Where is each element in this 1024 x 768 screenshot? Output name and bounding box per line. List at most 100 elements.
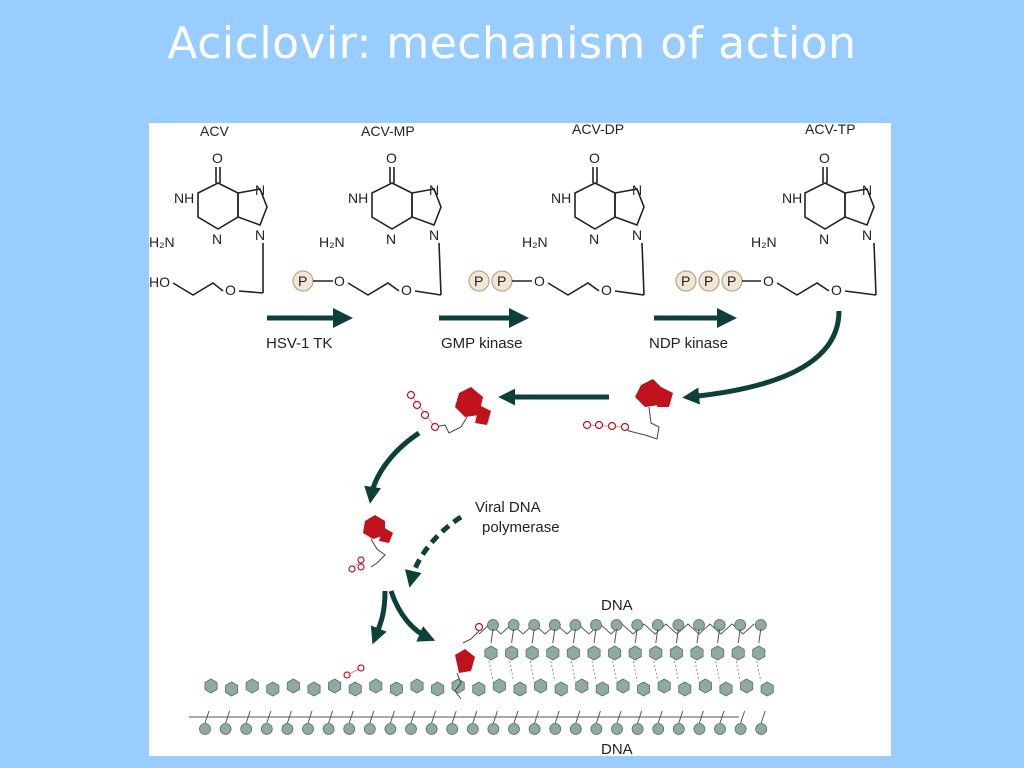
base-pair-bond: [529, 660, 535, 682]
amine-group: H₂N: [149, 234, 175, 250]
dna-label-top: DNA: [601, 597, 633, 614]
base-pair-bond: [509, 660, 514, 682]
polymerase-label-line1: Viral DNA: [475, 499, 541, 516]
phosphate-dot: [357, 556, 365, 564]
base-pair-bond: [735, 660, 741, 682]
molecule-acv: ACV O NH H₂N N N N HO O: [149, 123, 268, 298]
aciclovir-base-icon: [455, 649, 475, 673]
svg-text:P: P: [727, 273, 736, 289]
ring-nitrogen: N: [632, 182, 642, 198]
dna-nucleotide: [343, 681, 362, 735]
phosphate-dot: [343, 671, 351, 679]
dna-nucleotide: [690, 619, 705, 661]
dna-nucleotide: [649, 619, 664, 661]
base-pair-bond: [591, 660, 597, 682]
diagram-canvas: ACV O NH H₂N N N N HO O ACV-MP O NH H₂N …: [149, 123, 877, 756]
dna-nucleotide: [466, 681, 486, 735]
compound-label-acv-dp: ACV-DP: [572, 123, 624, 137]
svg-text:P: P: [474, 273, 483, 289]
mechanism-diagram: ACV O NH H₂N N N N HO O ACV-MP O NH H₂N …: [149, 123, 891, 756]
dna-nucleotide: [734, 678, 754, 735]
dna-nucleotide: [199, 678, 218, 735]
ring-nitrogen: N: [429, 182, 439, 198]
ether-oxygen: O: [534, 273, 545, 289]
ring-nitrogen: N: [255, 182, 265, 198]
dna-nucleotide: [752, 619, 767, 661]
compound-label-acv-tp: ACV-TP: [805, 123, 856, 137]
step-gmp-kinase: GMP kinase: [439, 308, 529, 352]
phosphate-dot: [607, 421, 617, 431]
acv-tp-polymerase-complex: [406, 387, 491, 434]
dna-nucleotide: [590, 681, 609, 735]
guanine-base-icon: [635, 379, 663, 407]
dna-nucleotide: [611, 678, 630, 735]
guanine-base-icon: [363, 515, 385, 539]
polymerase-dashed-arrow: [405, 514, 463, 588]
ether-oxygen: O: [401, 282, 412, 298]
nh-group: NH: [174, 190, 194, 206]
dna-nucleotide: [731, 619, 747, 661]
dna-nucleotide: [487, 678, 506, 735]
ether-oxygen: O: [334, 273, 345, 289]
carbonyl-oxygen: O: [386, 150, 397, 166]
dna-nucleotide: [363, 678, 383, 735]
phosphate-dot: [357, 664, 365, 672]
phosphate-icon: P: [721, 270, 743, 292]
incorporated-aciclovir: [454, 622, 484, 700]
acv-tp-cartoon: [582, 379, 673, 440]
base-pair-bond: [571, 660, 576, 682]
pathway-arrow-curve: [682, 310, 842, 405]
dna-nucleotide: [505, 619, 520, 661]
base-pair-bond: [612, 660, 617, 682]
phosphate-dot: [420, 410, 430, 420]
ring-nitrogen-9: N: [632, 227, 642, 243]
amine-group: H₂N: [319, 234, 345, 250]
termination-arrow-left: [370, 590, 388, 645]
base-pair-bond: [715, 660, 720, 682]
compound-label-acv: ACV: [200, 123, 229, 139]
dna-base-pairs: [488, 660, 762, 682]
dna-nucleotide: [711, 619, 726, 661]
carbonyl-oxygen: O: [589, 150, 600, 166]
base-pair-bond: [632, 660, 638, 682]
phosphate-icon: P: [675, 270, 697, 292]
dna-nucleotide: [484, 619, 499, 661]
ring-nitrogen: N: [589, 231, 599, 247]
ether-oxygen: O: [763, 273, 774, 289]
base-pair-bond: [694, 660, 700, 682]
dna-nucleotide: [508, 681, 527, 735]
dna-nucleotide: [569, 678, 589, 735]
incorporation-arrow-right: [388, 590, 436, 642]
molecule-acv-dp: ACV-DP O NH H₂N N N N P P O O: [468, 123, 645, 298]
enzyme-label-gmp-kinase: GMP kinase: [441, 335, 522, 352]
carbonyl-oxygen: O: [819, 150, 830, 166]
phosphate-icon: P: [491, 270, 513, 292]
dna-nucleotide: [425, 681, 445, 735]
ring-nitrogen-9: N: [255, 227, 265, 243]
phosphate-dot: [348, 565, 356, 573]
slide-title: Aciclovir: mechanism of action: [167, 18, 857, 69]
svg-text:P: P: [298, 273, 307, 289]
enzyme-label-ndp-kinase: NDP kinase: [649, 335, 728, 352]
ether-oxygen: O: [831, 282, 842, 298]
carbonyl-oxygen: O: [212, 150, 223, 166]
dna-nucleotide: [322, 678, 342, 735]
svg-text:P: P: [704, 273, 713, 289]
svg-text:P: P: [497, 273, 506, 289]
molecule-acv-mp: ACV-MP O NH H₂N N N N P O O: [292, 123, 442, 298]
dna-nucleotide: [631, 681, 651, 735]
ring-nitrogen: N: [386, 231, 396, 247]
phosphate-dot: [474, 622, 484, 632]
dna-nucleotide: [219, 681, 239, 735]
dna-nucleotide: [714, 681, 733, 735]
dna-nucleotide: [525, 619, 541, 661]
dna-nucleotide: [652, 678, 671, 735]
step-ndp-kinase: NDP kinase: [649, 308, 737, 352]
phosphate-icon: P: [292, 270, 314, 292]
dna-strand-top: [478, 619, 767, 661]
phosphate-dot: [582, 420, 592, 430]
dna-nucleotide: [302, 681, 321, 735]
dna-nucleotide: [546, 619, 561, 661]
acv-tp-cleaving: [348, 515, 393, 573]
phosphate-dot: [412, 400, 422, 410]
